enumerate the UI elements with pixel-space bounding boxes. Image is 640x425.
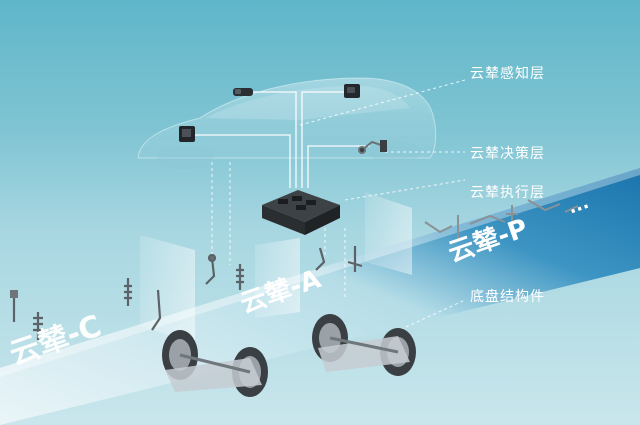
platform-stripe: [0, 168, 640, 425]
perception-layer-label: 云辇感知层: [470, 66, 545, 82]
execution-parts-p-icon: [424, 199, 579, 238]
chassis-rear-icon: [312, 314, 416, 376]
sensor-front-camera-icon: [233, 88, 253, 96]
decision-controller-icon: [262, 190, 340, 235]
divider-panel-left: [140, 235, 195, 345]
sensor-radar-icon: [344, 84, 360, 98]
execution-parts-c-icon: [10, 246, 363, 340]
sensor-side-module-icon: [179, 126, 195, 142]
divider-panel-right: [365, 192, 412, 275]
execution-layer-label: 云辇执行层: [470, 185, 545, 201]
connector-lines: [195, 91, 370, 188]
divider-panel-middle: [255, 238, 300, 318]
decision-layer-label: 云辇决策层: [470, 146, 545, 162]
leader-lines: [211, 79, 466, 333]
structure-layer-label: 底盘结构件: [470, 289, 545, 305]
chassis-front-icon: [162, 330, 268, 397]
sensor-height-sensor-icon: [358, 140, 387, 154]
